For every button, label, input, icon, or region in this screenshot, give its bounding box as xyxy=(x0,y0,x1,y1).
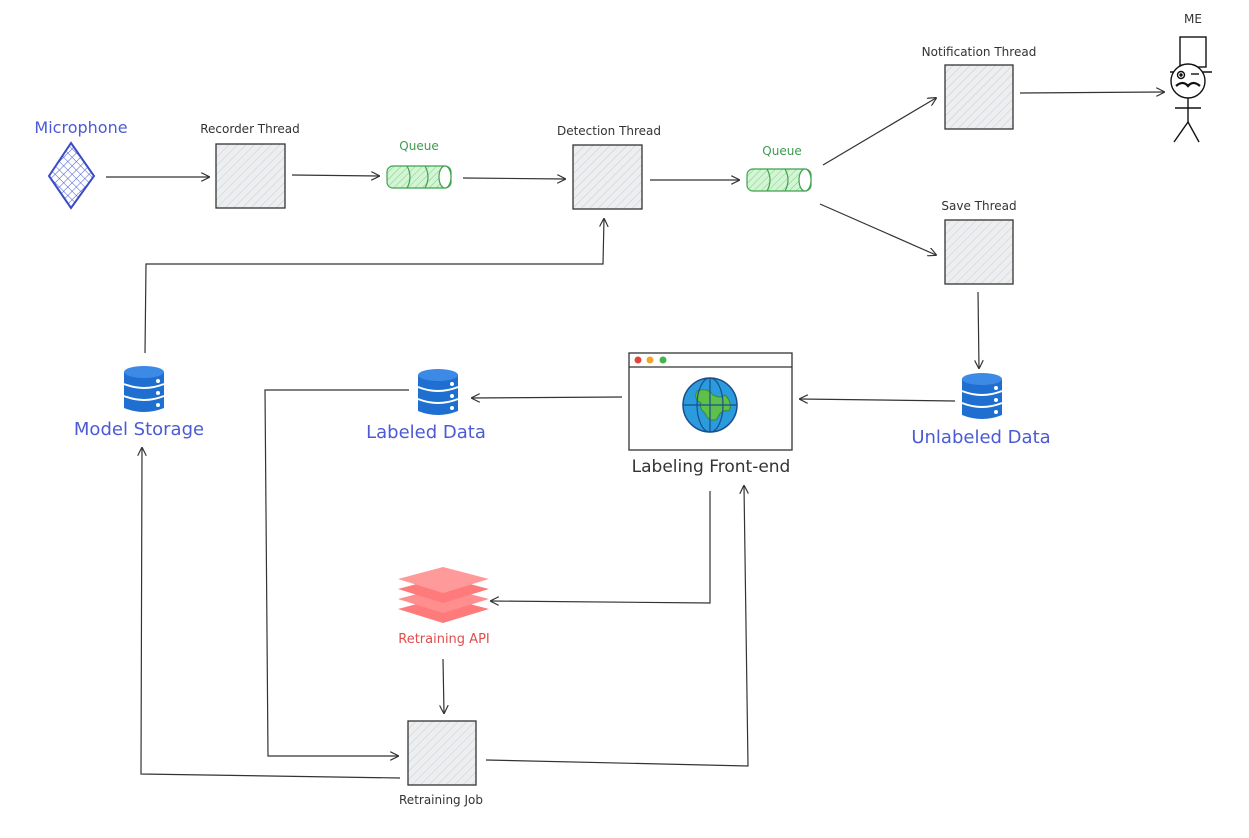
detection-thread-label: Detection Thread xyxy=(556,124,662,138)
retraining-job-label: Retraining Job xyxy=(399,793,483,807)
cylinder-icon xyxy=(746,168,812,192)
layers-icon xyxy=(398,567,489,623)
me-label: ME xyxy=(1184,12,1202,26)
database-icon xyxy=(417,369,459,415)
notification-thread-label: Notification Thread xyxy=(921,45,1037,59)
arrow-labeled-to-retraining-job xyxy=(264,389,409,756)
labeled-data-label: Labeled Data xyxy=(366,422,486,443)
arrow-modelstorage-to-detection xyxy=(144,219,604,354)
model-storage-label: Model Storage xyxy=(73,419,205,440)
arrow-save-to-unlabeled xyxy=(978,291,979,368)
stick-figure-icon xyxy=(1170,36,1212,143)
thread-boxes xyxy=(215,64,1014,786)
retraining-job-box xyxy=(407,720,477,786)
database-icon xyxy=(961,373,1003,419)
recorder-thread-box xyxy=(215,143,286,209)
arrow-api-to-retraining-job xyxy=(443,658,444,713)
arrow-queue-to-save xyxy=(819,203,936,255)
cylinder-icon xyxy=(386,165,452,189)
arrow-frontend-to-retraining-api xyxy=(491,491,711,603)
connectors xyxy=(106,92,1164,779)
queue-label-2: Queue xyxy=(762,144,802,158)
notification-thread-box xyxy=(944,64,1014,130)
labeling-frontend-label: Labeling Front-end xyxy=(631,457,791,477)
microphone-label: Microphone xyxy=(34,118,128,137)
save-thread-box xyxy=(944,219,1014,285)
arrow-retraining-job-to-model-storage xyxy=(141,448,401,779)
arrow-queue-to-detection xyxy=(462,178,565,179)
save-thread-label: Save Thread xyxy=(941,199,1017,213)
detection-thread-box xyxy=(572,144,643,210)
arrow-recorder-to-queue xyxy=(291,175,379,176)
queue-label-1: Queue xyxy=(399,139,439,153)
diamond-grid-icon xyxy=(47,141,96,210)
arrow-retraining-job-to-frontend xyxy=(485,486,748,767)
arrow-frontend-to-labeled xyxy=(472,397,623,398)
arrow-queue-to-notification xyxy=(822,98,936,166)
browser-globe-icon xyxy=(628,352,793,451)
database-icon xyxy=(123,366,165,412)
arrow-unlabeled-to-frontend xyxy=(800,399,956,401)
retraining-api-label: Retraining API xyxy=(398,632,490,647)
arrow-notification-to-me xyxy=(1019,92,1164,93)
unlabeled-data-label: Unlabeled Data xyxy=(911,427,1051,448)
recorder-thread-label: Recorder Thread xyxy=(200,122,300,136)
